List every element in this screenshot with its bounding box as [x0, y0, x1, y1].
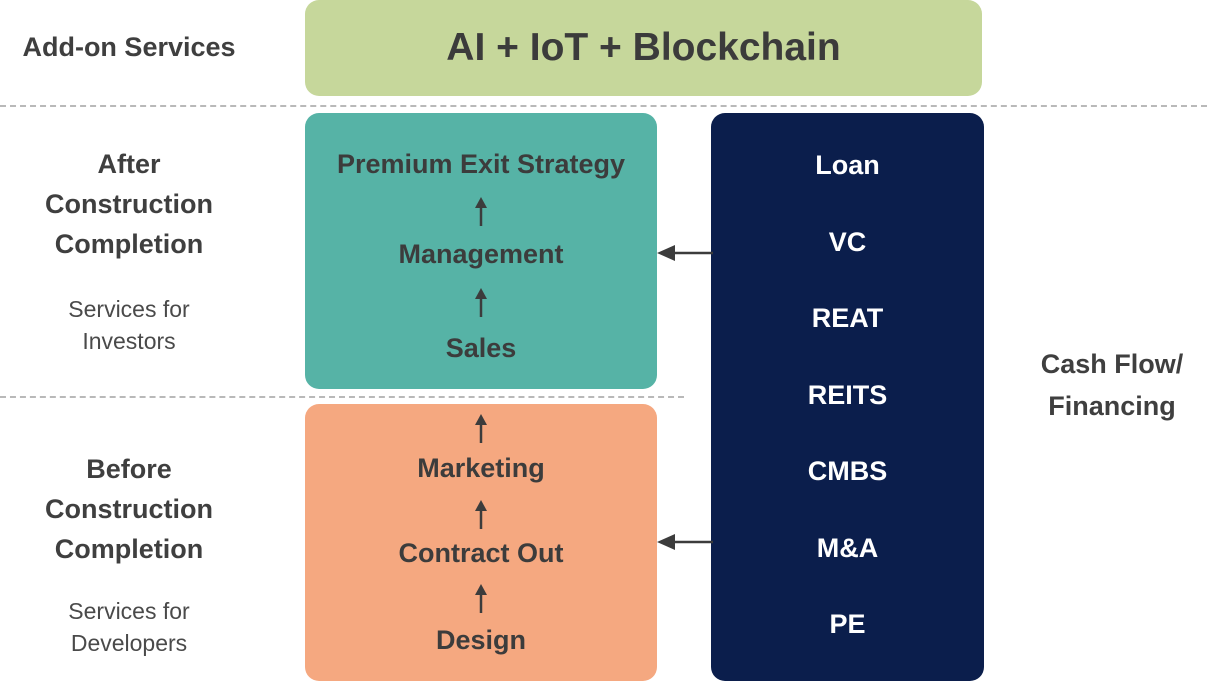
addon-services-label: Add-on Services — [22, 32, 236, 62]
developers-line1: Services for — [68, 598, 190, 624]
before-construction-label: Before Construction Completion — [0, 449, 258, 569]
after-construction-label: After Construction Completion — [0, 144, 258, 264]
step-contract-out: Contract Out — [398, 538, 564, 568]
left-arrow-icon — [657, 534, 713, 550]
investors-line2: Investors — [82, 328, 176, 354]
after-line2: Construction — [45, 189, 213, 219]
cash-flow-line2: Financing — [1048, 391, 1176, 421]
finance-item-reits: REITS — [807, 380, 888, 410]
separator-middle — [0, 396, 684, 398]
addon-services-box: AI + IoT + Blockchain — [305, 0, 982, 96]
up-arrow-icon — [475, 584, 487, 613]
addon-services-text: AI + IoT + Blockchain — [446, 26, 841, 69]
finance-item-vc: VC — [828, 227, 867, 257]
before-line1: Before — [86, 454, 172, 484]
services-for-investors-label: Services for Investors — [0, 293, 258, 357]
up-arrow-icon — [475, 197, 487, 226]
financing-box: Loan VC REAT REITS CMBS M&A PE — [711, 113, 984, 681]
services-for-developers-label: Services for Developers — [0, 595, 258, 659]
after-construction-box: Premium Exit Strategy Management Sales — [305, 113, 657, 389]
finance-item-loan: Loan — [815, 150, 880, 180]
up-arrow-icon — [475, 414, 487, 443]
cash-flow-line1: Cash Flow/ — [1040, 349, 1184, 379]
left-arrow-icon — [657, 245, 713, 261]
after-line3: Completion — [54, 229, 204, 259]
finance-item-cmbs: CMBS — [807, 456, 888, 486]
step-marketing: Marketing — [417, 453, 545, 483]
investors-line1: Services for — [68, 296, 190, 322]
developers-line2: Developers — [70, 630, 188, 656]
after-line1: After — [97, 149, 161, 179]
up-arrow-icon — [475, 288, 487, 317]
step-premium-exit-strategy: Premium Exit Strategy — [336, 149, 626, 179]
before-line2: Construction — [45, 494, 213, 524]
step-design: Design — [435, 625, 527, 655]
before-construction-box: Marketing Contract Out Design — [305, 404, 657, 681]
separator-top — [0, 105, 1207, 107]
step-sales: Sales — [445, 333, 517, 363]
step-management: Management — [398, 239, 564, 269]
up-arrow-icon — [475, 500, 487, 529]
finance-item-ma: M&A — [816, 533, 879, 563]
cash-flow-financing-label: Cash Flow/ Financing — [1012, 343, 1207, 427]
finance-item-pe: PE — [829, 609, 866, 639]
finance-item-reat: REAT — [811, 303, 884, 333]
before-line3: Completion — [54, 534, 204, 564]
